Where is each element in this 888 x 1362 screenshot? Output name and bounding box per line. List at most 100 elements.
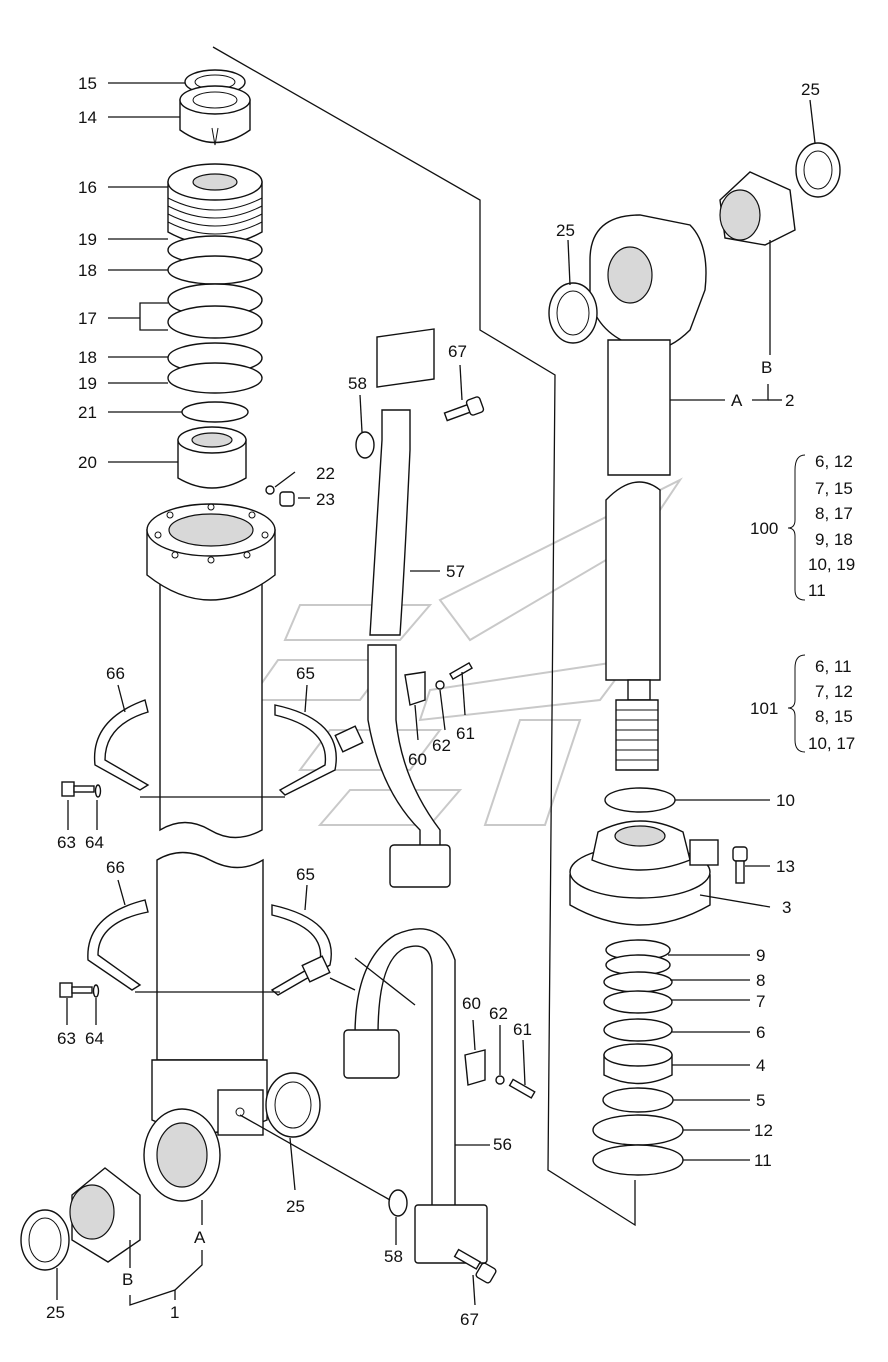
callout-65: 65 xyxy=(296,865,315,884)
part-64-washer-lower xyxy=(92,984,100,998)
kit-100-list: 100 6, 12 7, 15 8, 17 9, 18 10, 19 11 xyxy=(750,452,855,600)
callout-9: 9 xyxy=(756,946,765,965)
callout-18: 18 xyxy=(78,261,97,280)
part-60-clip-upper xyxy=(404,671,426,706)
callout-23: 23 xyxy=(316,490,335,509)
kit-101-line: 8, 15 xyxy=(815,707,853,726)
kit-100-line: 10, 19 xyxy=(808,555,855,574)
callout-67: 67 xyxy=(448,342,467,361)
part-67-bolt-lower xyxy=(453,1248,497,1284)
callout-19: 19 xyxy=(78,374,97,393)
part-62-washer-lower xyxy=(495,1075,505,1085)
callout-21: 21 xyxy=(78,403,97,422)
rod-eye-head xyxy=(589,214,707,476)
callout-16: 16 xyxy=(78,178,97,197)
part-10-ring xyxy=(604,787,676,813)
callout-17: 17 xyxy=(78,309,97,328)
callout-67: 67 xyxy=(460,1310,479,1329)
callout-65: 65 xyxy=(296,664,315,683)
clamp-65-upper xyxy=(274,704,364,796)
callout-7: 7 xyxy=(756,992,765,1011)
part-13-bolt xyxy=(732,846,748,884)
part-64-washer-upper xyxy=(94,784,102,798)
callout-B: B xyxy=(761,358,772,377)
callout-18: 18 xyxy=(78,348,97,367)
callout-5: 5 xyxy=(756,1091,765,1110)
callout-66: 66 xyxy=(106,858,125,877)
clamp-66-lower xyxy=(87,899,149,991)
callout-8: 8 xyxy=(756,971,765,990)
callout-60: 60 xyxy=(408,750,427,769)
callout-58: 58 xyxy=(384,1247,403,1266)
callout-labels: 15 14 16 19 18 17 18 19 21 20 22 23 58 6… xyxy=(46,74,820,1329)
kit-101-line: 7, 12 xyxy=(815,682,853,701)
callout-25: 25 xyxy=(556,221,575,240)
callout-13: 13 xyxy=(776,857,795,876)
pipe-56 xyxy=(343,928,488,1264)
pipe-57 xyxy=(367,328,451,888)
seal-rings-17-19 xyxy=(167,235,263,423)
piston-rod xyxy=(605,481,661,771)
callout-leaders xyxy=(56,82,816,1306)
part-61-bolt-upper xyxy=(435,661,473,690)
callout-56: 56 xyxy=(493,1135,512,1154)
part-58-oring-lower xyxy=(388,1189,408,1217)
callout-12: 12 xyxy=(754,1121,773,1140)
callout-1: 1 xyxy=(170,1303,179,1322)
callout-64: 64 xyxy=(85,833,104,852)
callout-11: 11 xyxy=(754,1151,772,1170)
callout-A: A xyxy=(731,391,743,410)
callout-60: 60 xyxy=(462,994,481,1013)
clamp-65-lower xyxy=(270,904,332,996)
callout-25: 25 xyxy=(46,1303,65,1322)
callout-4: 4 xyxy=(756,1056,765,1075)
callout-61: 61 xyxy=(513,1020,532,1039)
part-25-ring-lower-left xyxy=(20,1209,70,1271)
part-58-oring-upper xyxy=(355,431,375,459)
part-61-bolt-lower xyxy=(508,1078,536,1099)
part-20-nut xyxy=(177,426,247,489)
callout-3: 3 xyxy=(782,898,791,917)
callout-62: 62 xyxy=(432,736,451,755)
part-3-rod-cover xyxy=(569,820,719,926)
part-25-ring-lower-mid xyxy=(265,1072,321,1138)
kit-101-list: 101 6, 11 7, 12 8, 15 10, 17 xyxy=(750,657,855,753)
kit-101-label: 101 xyxy=(750,699,778,718)
callout-63: 63 xyxy=(57,1029,76,1048)
clamp-66-upper xyxy=(93,699,150,791)
part-b-bushing-upper xyxy=(719,171,796,246)
callout-20: 20 xyxy=(78,453,97,472)
callout-57: 57 xyxy=(446,562,465,581)
callout-2: 2 xyxy=(785,391,794,410)
kit-101-line: 6, 11 xyxy=(815,657,852,676)
kit-101-line: 10, 17 xyxy=(808,734,855,753)
part-23-screw xyxy=(279,491,295,507)
callout-63: 63 xyxy=(57,833,76,852)
callout-B: B xyxy=(122,1270,133,1289)
part-60-clip-lower xyxy=(464,1049,486,1086)
kit-100-line: 7, 15 xyxy=(815,479,853,498)
cylinder-tube-upper xyxy=(146,503,276,839)
callout-61: 61 xyxy=(456,724,475,743)
part-22-ball xyxy=(265,485,275,495)
part-67-bolt-upper xyxy=(443,396,485,422)
callout-A: A xyxy=(194,1228,206,1247)
part-25-ring-upper-mid xyxy=(548,282,598,344)
part-63-bolt-upper xyxy=(61,781,95,797)
callout-22: 22 xyxy=(316,464,335,483)
kit-100-line: 9, 18 xyxy=(815,530,853,549)
callout-62: 62 xyxy=(489,1004,508,1023)
callout-66: 66 xyxy=(106,664,125,683)
part-16-piston xyxy=(167,163,263,246)
cylinder-tube-lower xyxy=(143,851,268,1202)
assembly-leader-line xyxy=(212,46,636,1227)
callout-25: 25 xyxy=(801,80,820,99)
seal-stack-4-12 xyxy=(592,939,684,1176)
kit-100-line: 11 xyxy=(808,581,826,600)
kit-100-line: 8, 17 xyxy=(815,504,853,523)
callout-19: 19 xyxy=(78,230,97,249)
callout-14: 14 xyxy=(78,108,97,127)
kit-100-line: 6, 12 xyxy=(815,452,853,471)
callout-15: 15 xyxy=(78,74,97,93)
